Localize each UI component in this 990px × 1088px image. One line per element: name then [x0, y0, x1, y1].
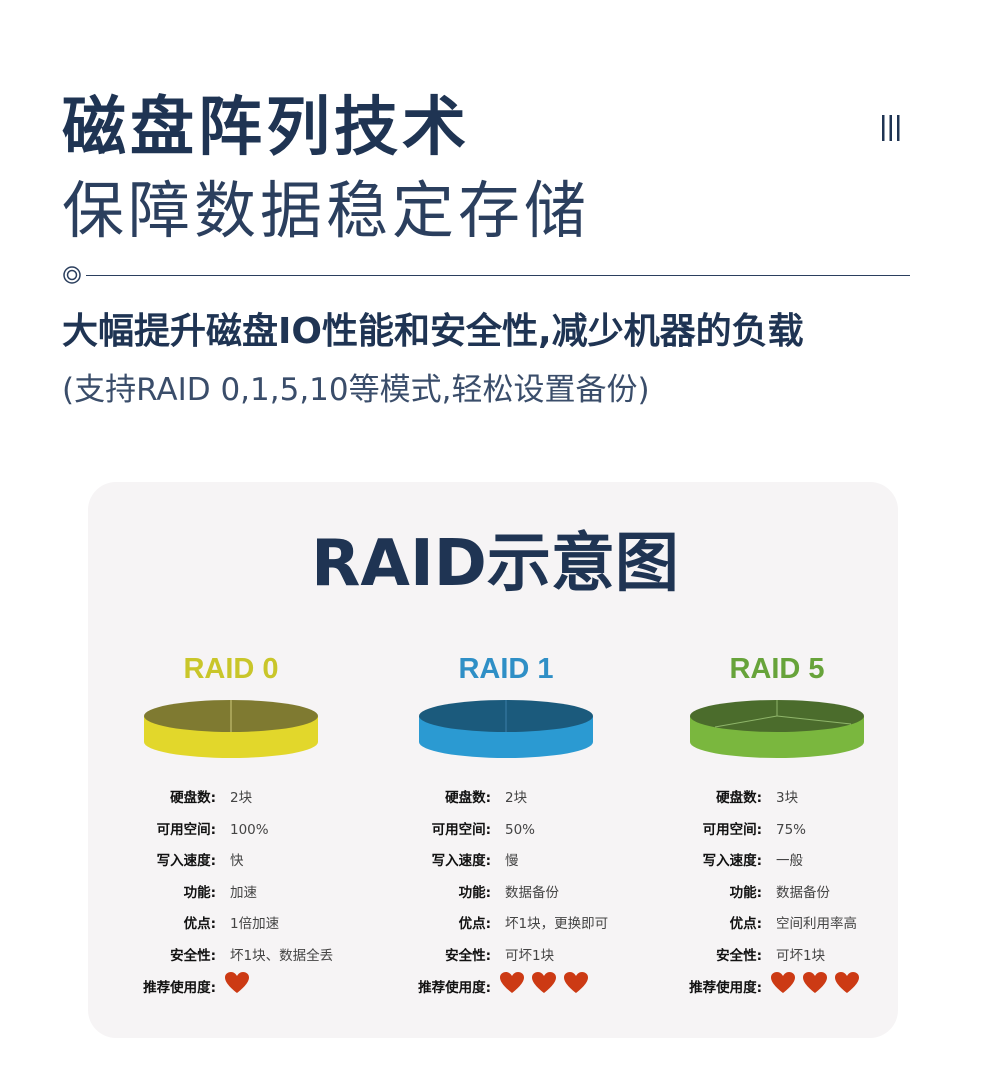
spec-value: 坏1块、数据全丢 — [230, 948, 334, 964]
intro-note: (支持RAID 0,1,5,10等模式,轻松设置备份) — [62, 372, 650, 408]
spec-label: 推荐使用度: — [143, 980, 216, 996]
spec-row-safety: 安全性: 坏1块、数据全丢 — [96, 944, 366, 968]
diagram-title: RAID示意图 — [311, 527, 679, 601]
raid-disk-icon — [144, 700, 318, 758]
raid-name: RAID 1 — [458, 653, 554, 685]
spec-value: 75% — [776, 822, 807, 838]
raid-name: RAID 5 — [729, 653, 825, 685]
heart-icon — [500, 972, 524, 993]
spec-label: 可用空间: — [431, 822, 491, 838]
spec-value: 1倍加速 — [230, 916, 280, 932]
spec-label: 写入速度: — [702, 853, 762, 869]
spec-label: 写入速度: — [156, 853, 216, 869]
raid-diagram-card — [88, 482, 898, 1038]
spec-label: 安全性: — [445, 948, 491, 964]
spec-row-write: 写入速度: 一般 — [642, 849, 912, 873]
spec-row-function: 功能: 加速 — [96, 881, 366, 905]
spec-row-function: 功能: 数据备份 — [642, 881, 912, 905]
spec-value: 数据备份 — [505, 885, 559, 901]
spec-row-space: 可用空间: 75% — [642, 818, 912, 842]
spec-label: 优点: — [458, 916, 491, 932]
disk-slice-line — [714, 715, 778, 728]
spec-row-recommend: 推荐使用度: — [642, 972, 912, 1000]
spec-label: 功能: — [729, 885, 762, 901]
menu-bars-icon[interactable] — [880, 115, 902, 141]
spec-value: 一般 — [776, 853, 803, 869]
spec-value: 快 — [230, 853, 244, 869]
heart-icon — [532, 972, 556, 993]
spec-label: 推荐使用度: — [689, 980, 762, 996]
spec-row-function: 功能: 数据备份 — [371, 881, 641, 905]
spec-value: 100% — [230, 822, 269, 838]
spec-row-safety: 安全性: 可坏1块 — [642, 944, 912, 968]
spec-row-space: 可用空间: 100% — [96, 818, 366, 842]
spec-label: 推荐使用度: — [418, 980, 491, 996]
spec-row-advantage: 优点: 空间利用率高 — [642, 912, 912, 936]
spec-row-advantage: 优点: 1倍加速 — [96, 912, 366, 936]
disk-slice-line — [776, 715, 852, 725]
raid-disk-icon — [419, 700, 593, 758]
spec-value: 加速 — [230, 885, 257, 901]
spec-label: 可用空间: — [702, 822, 762, 838]
spec-label: 安全性: — [170, 948, 216, 964]
spec-value: 50% — [505, 822, 536, 838]
spec-label: 硬盘数: — [170, 790, 216, 806]
spec-row-safety: 安全性: 可坏1块 — [371, 944, 641, 968]
heart-icon — [803, 972, 827, 993]
spec-value: 2块 — [505, 790, 528, 806]
recommend-hearts — [499, 970, 595, 1004]
header-divider — [86, 275, 910, 276]
heart-icon — [225, 972, 249, 993]
spec-value: 空间利用率高 — [776, 916, 857, 932]
recommend-hearts — [224, 970, 256, 1004]
spec-row-disks: 硬盘数: 2块 — [96, 786, 366, 810]
spec-value: 2块 — [230, 790, 253, 806]
heart-icon — [835, 972, 859, 993]
circle-target-icon — [63, 266, 81, 284]
spec-value: 可坏1块 — [505, 948, 555, 964]
spec-label: 安全性: — [716, 948, 762, 964]
spec-row-disks: 硬盘数: 3块 — [642, 786, 912, 810]
page-subtitle: 保障数据稳定存储 — [62, 174, 591, 247]
spec-label: 功能: — [183, 885, 216, 901]
spec-value: 数据备份 — [776, 885, 830, 901]
recommend-hearts — [770, 970, 866, 1004]
spec-label: 优点: — [183, 916, 216, 932]
raid-name: RAID 0 — [183, 653, 279, 685]
heart-icon — [564, 972, 588, 993]
spec-row-advantage: 优点: 坏1块，更换即可 — [371, 912, 641, 936]
spec-row-disks: 硬盘数: 2块 — [371, 786, 641, 810]
intro-headline: 大幅提升磁盘IO性能和安全性,减少机器的负载 — [62, 311, 804, 352]
spec-label: 硬盘数: — [445, 790, 491, 806]
page-title: 磁盘阵列技术 — [62, 91, 470, 165]
spec-label: 写入速度: — [431, 853, 491, 869]
spec-row-write: 写入速度: 快 — [96, 849, 366, 873]
heart-icon — [771, 972, 795, 993]
spec-label: 可用空间: — [156, 822, 216, 838]
spec-value: 坏1块，更换即可 — [505, 916, 609, 932]
raid-disk-icon — [690, 700, 864, 758]
spec-value: 可坏1块 — [776, 948, 826, 964]
spec-row-space: 可用空间: 50% — [371, 818, 641, 842]
spec-row-write: 写入速度: 慢 — [371, 849, 641, 873]
spec-row-recommend: 推荐使用度: — [96, 972, 366, 1000]
spec-row-recommend: 推荐使用度: — [371, 972, 641, 1000]
spec-label: 优点: — [729, 916, 762, 932]
spec-label: 功能: — [458, 885, 491, 901]
spec-label: 硬盘数: — [716, 790, 762, 806]
spec-value: 3块 — [776, 790, 799, 806]
spec-value: 慢 — [505, 853, 519, 869]
